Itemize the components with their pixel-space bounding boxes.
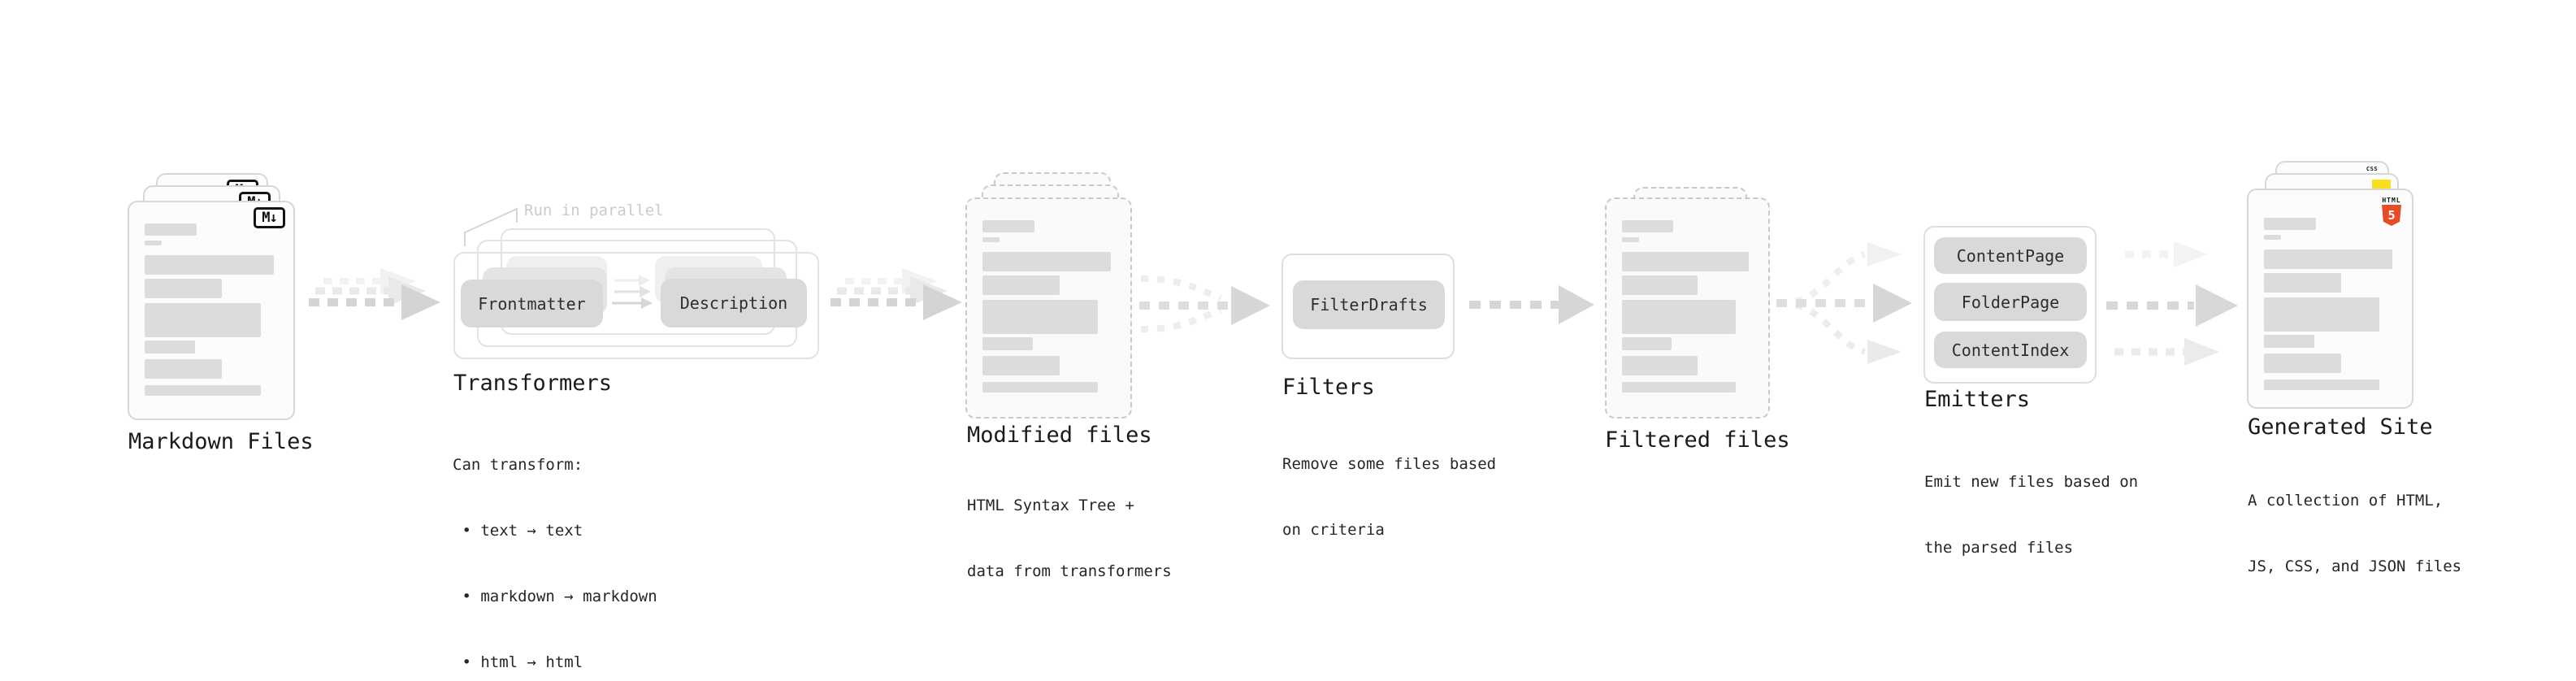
stage-label-modified-files: Modified files xyxy=(967,423,1152,448)
stage-label-emitters: Emitters xyxy=(1924,387,2031,412)
generated-site-description: A collection of HTML, JS, CSS, and JSON … xyxy=(2248,446,2461,622)
doc-text-bar xyxy=(2264,380,2379,390)
emitters-description: Emit new files based on the parsed files xyxy=(1924,427,2138,603)
text-line: Remove some files based xyxy=(1282,455,1497,473)
filter-drafts-pill: FilterDrafts xyxy=(1293,280,1445,329)
text-line: Can transform: xyxy=(453,456,583,474)
text-line: HTML Syntax Tree + xyxy=(967,497,1134,514)
arrow-transformers-to-modified xyxy=(830,268,962,320)
text-line: • text → text xyxy=(453,522,583,540)
doc-text-bar xyxy=(2264,249,2393,269)
stage-label-generated-site: Generated Site xyxy=(2248,414,2433,440)
document-text-placeholder xyxy=(2249,190,2412,407)
text-line: data from transformers xyxy=(967,562,1172,580)
arrow-filters-to-filtered xyxy=(1469,285,1594,324)
text-line: • html → html xyxy=(453,653,583,671)
doc-text-bar xyxy=(982,275,1060,295)
doc-text-bar xyxy=(145,385,261,396)
stage-label-transformers: Transformers xyxy=(453,371,613,396)
emitter-folderpage-pill: FolderPage xyxy=(1934,283,2087,321)
document-text-placeholder xyxy=(1607,199,1768,417)
text-line: Emit new files based on xyxy=(1924,473,2139,491)
text-line: • markdown → markdown xyxy=(453,588,657,605)
text-line: on criteria xyxy=(1282,521,1385,539)
doc-text-bar xyxy=(982,237,1000,242)
emitter-contentindex-pill: ContentIndex xyxy=(1934,332,2087,368)
doc-text-bar xyxy=(1622,300,1737,334)
doc-text-bar xyxy=(145,303,261,337)
document-text-placeholder xyxy=(967,199,1130,417)
doc-text-bar xyxy=(1622,275,1698,295)
doc-text-bar xyxy=(1622,382,1737,393)
doc-text-bar xyxy=(1622,237,1639,242)
doc-text-bar xyxy=(982,220,1034,232)
doc-text-bar xyxy=(1622,337,1672,350)
transformer-frontmatter-pill: Frontmatter xyxy=(461,280,603,327)
stage-label-filtered-files: Filtered files xyxy=(1605,427,1790,453)
doc-text-bar xyxy=(982,337,1033,350)
html5-icon-number: 5 xyxy=(2387,208,2396,223)
stage-label-filters: Filters xyxy=(1282,375,1375,400)
doc-text-bar xyxy=(1622,356,1698,375)
doc-text-bar xyxy=(145,279,223,298)
transformer-description-pill: Description xyxy=(661,279,807,327)
html5-icon-shield: 5 xyxy=(2382,205,2401,226)
doc-text-bar xyxy=(1622,220,1673,232)
arrow-filtered-to-emitters xyxy=(1776,242,1912,364)
doc-text-bar xyxy=(145,223,197,236)
doc-text-bar xyxy=(2264,235,2282,240)
filters-description: Remove some files based on criteria xyxy=(1282,410,1496,585)
generated-site-card-html: HTML 5 xyxy=(2247,189,2413,409)
doc-text-bar xyxy=(2264,354,2341,373)
run-in-parallel-note: Run in parallel xyxy=(524,202,664,219)
doc-text-bar xyxy=(982,300,1098,334)
doc-text-bar xyxy=(145,359,223,379)
js-file-icon xyxy=(2372,180,2391,189)
markdown-file-card-front: M↓ xyxy=(128,201,295,420)
doc-text-bar xyxy=(982,356,1060,375)
css-icon-label: CSS xyxy=(2366,166,2379,172)
doc-text-bar xyxy=(2264,297,2379,332)
doc-text-bar xyxy=(982,252,1112,271)
html5-icon-word: HTML xyxy=(2382,197,2401,204)
stage-label-markdown-files: Markdown Files xyxy=(128,429,314,454)
text-line: A collection of HTML, xyxy=(2248,492,2444,510)
modified-files-description: HTML Syntax Tree + data from transformer… xyxy=(967,451,1172,627)
doc-text-bar xyxy=(1622,252,1750,271)
markdown-icon: M↓ xyxy=(254,207,285,228)
document-text-placeholder xyxy=(129,202,293,419)
text-line: JS, CSS, and JSON files xyxy=(2248,557,2462,575)
doc-text-bar xyxy=(2264,273,2341,293)
filtered-file-card-front xyxy=(1605,197,1770,419)
arrow-modified-to-filters xyxy=(1139,275,1270,332)
transformers-description: Can transform: • text → text • markdown … xyxy=(453,410,657,681)
doc-text-bar xyxy=(2264,335,2314,348)
arrow-emitters-to-generated xyxy=(2106,241,2238,366)
emitter-contentpage-pill: ContentPage xyxy=(1934,237,2087,274)
modified-file-card-front xyxy=(965,197,1132,419)
doc-text-bar xyxy=(145,241,163,245)
text-line: the parsed files xyxy=(1924,539,2074,557)
doc-text-bar xyxy=(982,382,1098,393)
doc-text-bar xyxy=(145,255,275,275)
doc-text-bar xyxy=(145,340,196,354)
transformer-panel-front xyxy=(453,252,819,359)
html5-icon: HTML 5 xyxy=(2380,197,2403,226)
arrow-markdown-to-transformers xyxy=(309,268,440,320)
doc-text-bar xyxy=(2264,218,2316,230)
